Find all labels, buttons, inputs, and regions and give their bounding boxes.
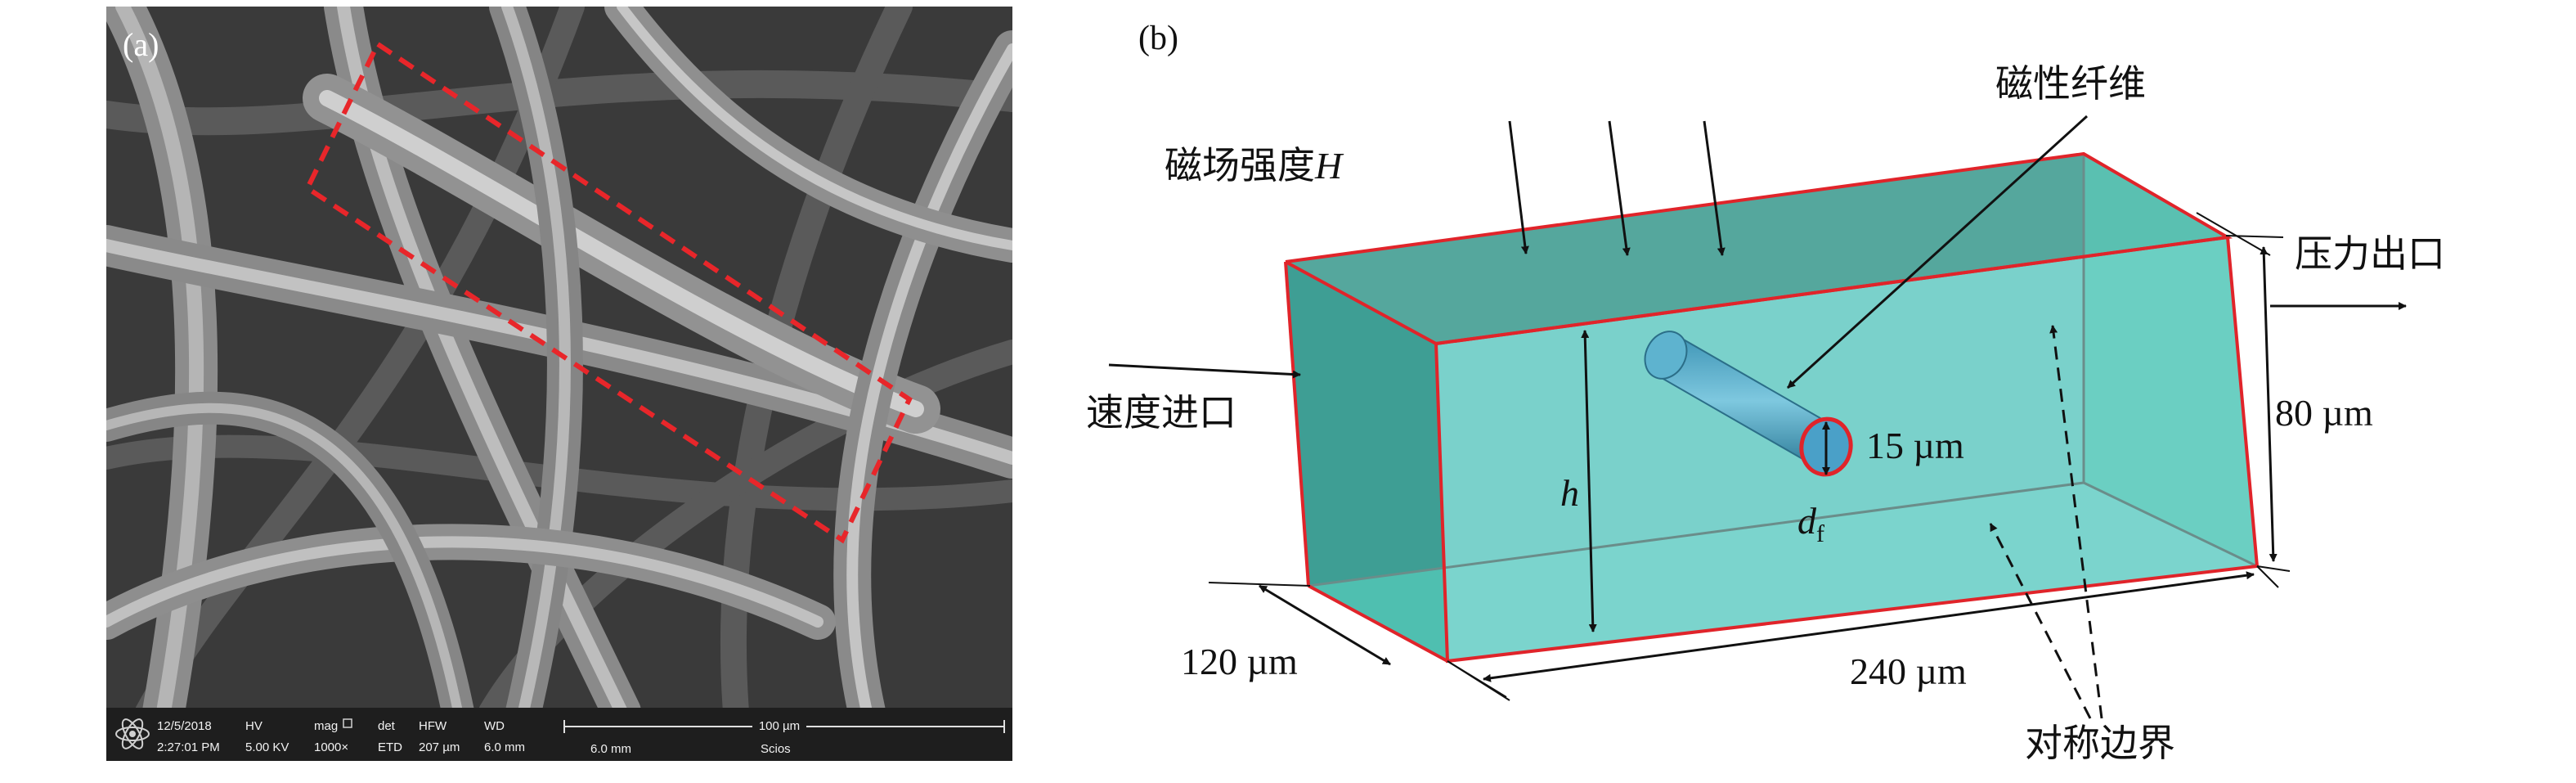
info-mag-label: mag: [314, 719, 338, 733]
panel-b-label: (b): [1138, 20, 1178, 57]
depth-dimension-arrow: [1259, 584, 1391, 666]
info-hv-value: 5.00 KV: [245, 740, 289, 754]
pressure-outlet-label: 压力出口: [2295, 233, 2445, 275]
symmetry-boundary-label: 对称边界: [2025, 722, 2175, 764]
info-det-value: ETD: [378, 740, 402, 754]
df-symbol: df: [1797, 500, 1824, 547]
scale-bar-label-bg: [752, 718, 806, 733]
velocity-inlet-label: 速度进口: [1086, 392, 1236, 434]
symmetry-leader-bottom: [1989, 523, 2092, 719]
box-right-face: [2084, 154, 2257, 566]
sem-micrograph: (a) 12/5/2018 2:27:01 PM HV 5.00 KV mag …: [106, 7, 1012, 761]
sem-info-bar: 12/5/2018 2:27:01 PM HV 5.00 KV mag 1000…: [106, 708, 1012, 761]
atom-logo-icon: [115, 718, 150, 749]
box-left-face: [1286, 262, 1447, 661]
height-dimension-arrow: [2260, 246, 2278, 562]
field-arrow-1: [1508, 120, 1529, 254]
info-date: 12/5/2018: [157, 719, 212, 733]
depth-dimension-label: 120 µm: [1181, 641, 1298, 682]
symmetry-leader-back: [2049, 325, 2103, 719]
fibers-layer: [106, 7, 1012, 708]
depth-ext-back: [1208, 582, 1311, 587]
box-hidden-edges: [1308, 154, 2258, 587]
info-wd-value: 6.0 mm: [484, 740, 525, 754]
length-dimension-arrow: [1483, 571, 2255, 682]
info-bar-background: [106, 708, 1012, 761]
magnetic-fiber-leader: [1786, 115, 2089, 389]
info-mag-value: 1000×: [314, 740, 348, 754]
scale-bar-label: 100 µm: [759, 719, 800, 733]
domain-diagram: (b) 磁: [1086, 20, 2445, 764]
height-ext-bottom: [2256, 565, 2291, 572]
pressure-outlet-leader: [2196, 212, 2271, 256]
height-ext-top: [2225, 235, 2284, 238]
highlighted-fiber-box: [304, 40, 913, 544]
fiber-diameter-label: 15 µm: [1866, 425, 1964, 466]
magnetic-field-arrows: [1508, 120, 1726, 256]
info-wd-value-2: 6.0 mm: [590, 742, 631, 756]
info-hfw-value: 207 µm: [419, 740, 460, 754]
length-ext-left: [1447, 660, 1507, 698]
info-hv-label: HV: [245, 719, 263, 733]
magnetic-field-label: 磁场强度H: [1165, 145, 1344, 187]
height-dimension-label: 80 µm: [2275, 392, 2373, 434]
field-arrow-2: [1608, 120, 1631, 256]
info-det-label: det: [378, 719, 396, 733]
info-wd-label: WD: [484, 719, 505, 733]
info-instrument: Scios: [761, 742, 791, 756]
length-dimension-label: 240 µm: [1850, 650, 1967, 692]
length-ext-right: [2256, 565, 2279, 588]
info-hfw-label: HFW: [419, 719, 447, 733]
magnetic-fiber-label: 磁性纤维: [1995, 63, 2146, 105]
inflow-arrow: [1108, 363, 1301, 379]
mag-box-icon: [343, 718, 352, 728]
symmetry-boundary-leaders: [1989, 325, 2103, 719]
info-time: 2:27:01 PM: [157, 740, 220, 754]
field-arrow-3: [1703, 120, 1726, 256]
panel-a-label: (a): [123, 26, 159, 63]
h-symbol: h: [1560, 472, 1579, 514]
